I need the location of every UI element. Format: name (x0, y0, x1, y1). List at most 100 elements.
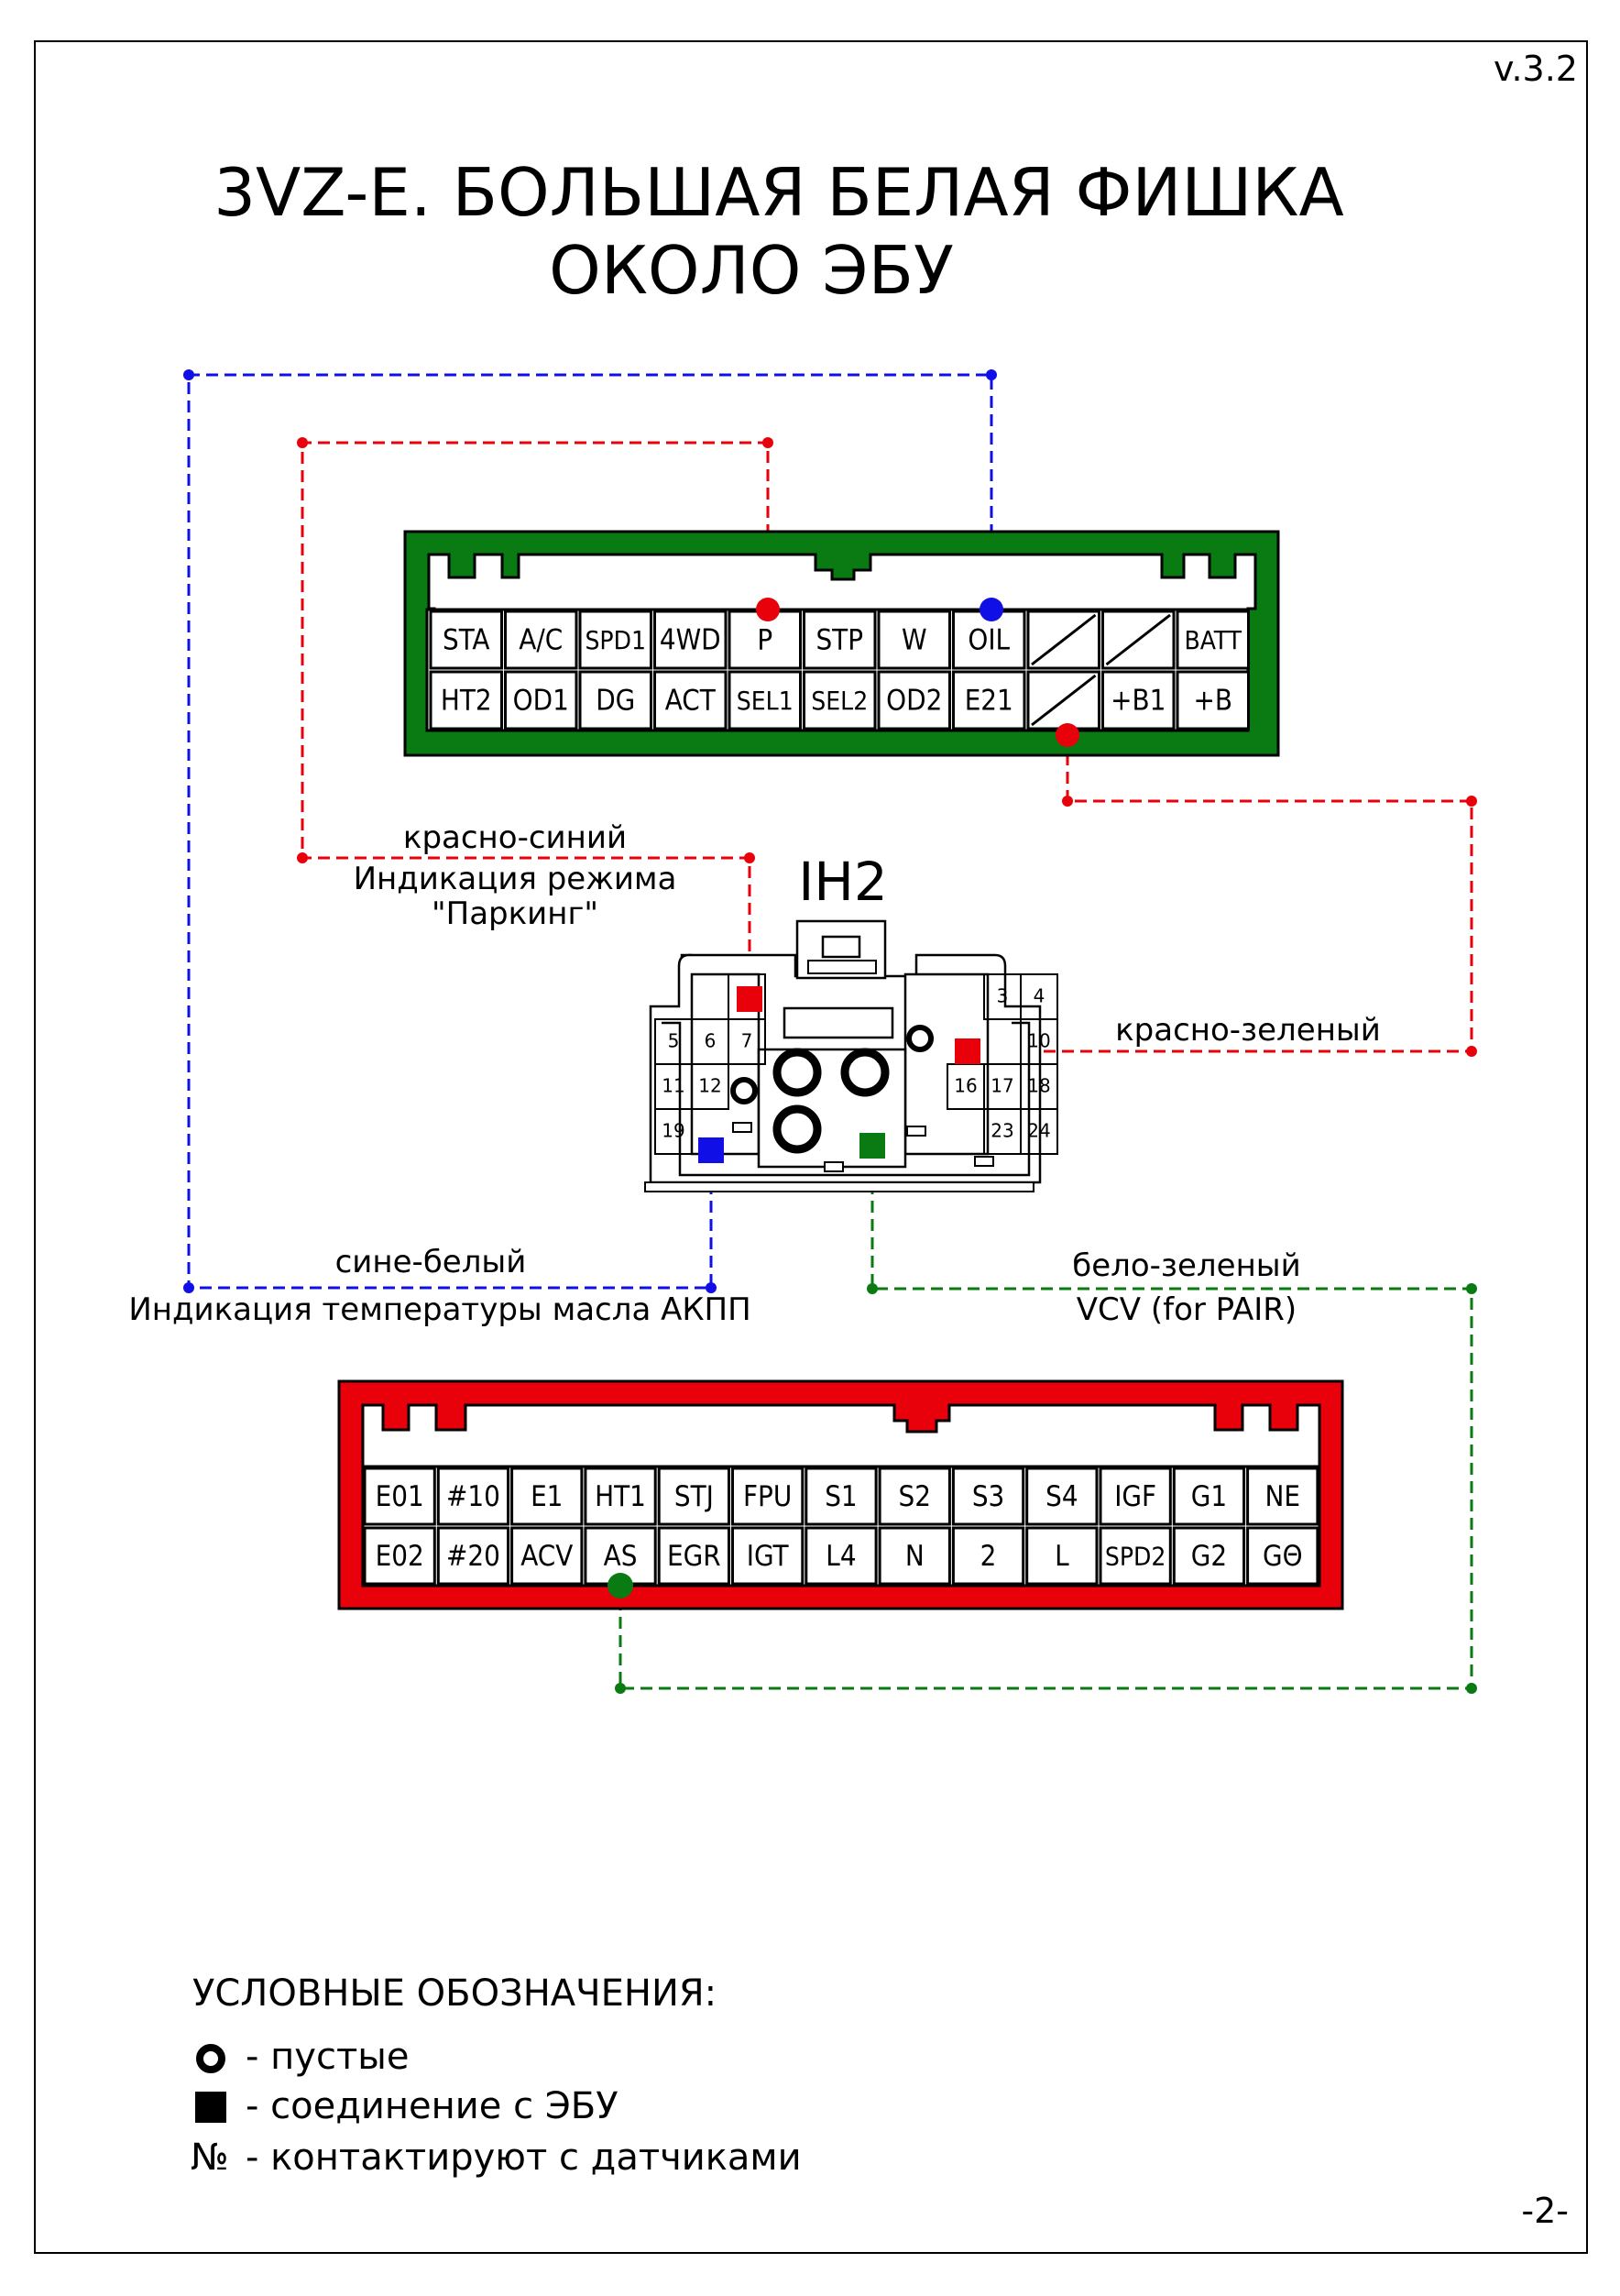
ih2-empty-cavity-ring (906, 1025, 934, 1052)
red-connector-pin-g2: G2 (1191, 1540, 1227, 1573)
red-connector-cell (1099, 1526, 1172, 1586)
ih2-empty-cavity-ring (772, 1048, 822, 1097)
green-connector-cell (1176, 670, 1250, 731)
red-connector-pin-s1: S1 (825, 1480, 857, 1513)
red-connector-cell (584, 1467, 657, 1526)
page-number: -2- (1521, 2191, 1569, 2231)
red-connector-pin-igt: IGT (747, 1540, 790, 1573)
red-connector-pin-e02: E02 (376, 1540, 424, 1573)
ih2-bottom-rail (644, 1181, 1034, 1192)
ih2-pin-18-label: 18 (1027, 1075, 1050, 1097)
ih2-pin-7-label: 7 (741, 1030, 753, 1052)
green-connector-cell (653, 670, 728, 731)
red-connector-cell (805, 1526, 878, 1586)
green-connector-pin-sta: STA (443, 624, 489, 657)
ih2-latch-window (821, 935, 861, 959)
red-connector-cell (1025, 1526, 1099, 1586)
green-connector-cell (1101, 670, 1176, 731)
ih2-pin-10-label: 10 (1027, 1030, 1050, 1052)
red-connector-pin-n: N (905, 1540, 925, 1573)
ih2-pin-12-label: 12 (698, 1075, 721, 1097)
green-connector-pin-b: +B (1193, 685, 1232, 718)
numero-sign: № (191, 2137, 229, 2179)
green-connector-pin-sel1: SEL1 (737, 686, 794, 716)
ih2-pin-3-label: 3 (997, 985, 1009, 1007)
red-connector-cell (510, 1467, 584, 1526)
green-connector-pin-dg: DG (596, 685, 635, 718)
red-connector-cell (657, 1526, 731, 1586)
red-connector-cell (1025, 1467, 1099, 1526)
wire-red-green-color-label: красно-зеленый (1115, 1012, 1381, 1049)
ih2-lock-tab (732, 1122, 752, 1133)
red-connector-pin-g: GΘ (1263, 1540, 1303, 1573)
green-connector-pin-p: P (757, 624, 772, 657)
green-connector-pin-sel2: SEL2 (811, 686, 868, 716)
green-connector-cell (803, 670, 877, 731)
green-connector-cell (877, 670, 951, 731)
ih2-pin-17-label: 17 (991, 1075, 1013, 1097)
connection-markers (608, 598, 1079, 1598)
ih2-label: IH2 (798, 851, 888, 913)
red-connector-cell (363, 1467, 436, 1526)
green-connector-pin-e21: E21 (965, 685, 1013, 718)
legend-item-ecu-connection: - соединение с ЭБУ (246, 2085, 618, 2127)
red-connector-cell (878, 1526, 951, 1586)
wire-red-blue (301, 441, 770, 999)
green-connector-cell (578, 670, 652, 731)
green-connector-pin-4wd: 4WD (660, 624, 721, 657)
ih2-pin-11-label: 11 (662, 1075, 684, 1097)
wire-blue-white-color-label: сине-белый (335, 1244, 527, 1280)
marker-oil-pin (980, 598, 1003, 621)
ih2-pin-cell (691, 1063, 729, 1110)
wire-white-green-function-label: VCV (for PAIR) (1077, 1291, 1297, 1328)
red-connector-pin-20: #20 (446, 1540, 500, 1573)
red-connector-cell (1172, 1526, 1246, 1586)
red-connector-pin-acv: ACV (520, 1540, 573, 1573)
red-connector-pin-ne: NE (1265, 1480, 1300, 1513)
ih2-pin-cell (728, 1018, 766, 1065)
red-connector-cell (1172, 1467, 1246, 1526)
legend-item-sensors: - контактируют с датчиками (246, 2137, 802, 2179)
square-icon (195, 2092, 226, 2123)
legend: УСЛОВНЫЕ ОБОЗНАЧЕНИЯ: - пустые - соедине… (191, 1972, 802, 2179)
green-connector-blank-slash (1105, 613, 1171, 666)
ih2-lock-tab (974, 1156, 994, 1167)
title-line-1: 3VZ-E. БОЛЬШАЯ БЕЛАЯ ФИШКА (213, 154, 1344, 231)
wire-blue-white-function-label: Индикация температуры масла АКПП (128, 1291, 750, 1328)
red-connector-pin-s2: S2 (899, 1480, 931, 1513)
green-connector-pin-b1: +B1 (1111, 685, 1166, 718)
title-line-2: ОКОЛО ЭБУ (549, 232, 954, 309)
green-connector-blank-slash (1031, 613, 1097, 666)
green-connector-pin-spd1: SPD1 (585, 625, 646, 655)
red-connector-cell (878, 1467, 951, 1526)
green-connector-pin-batt: BATT (1184, 625, 1242, 655)
wire-white-green (618, 1146, 1473, 1690)
green-connector-pin-ht2: HT2 (441, 685, 492, 718)
ih2-pin-1-square (737, 986, 762, 1012)
green-connector-pin-od1: OD1 (513, 685, 569, 718)
red-connector-cell (731, 1526, 805, 1586)
red-connector-pin-spd2: SPD2 (1105, 1542, 1166, 1572)
red-connector-cell (363, 1526, 436, 1586)
legend-title: УСЛОВНЫЕ ОБОЗНАЧЕНИЯ: (192, 1972, 717, 2015)
green-connector-cell (803, 610, 877, 670)
red-connector-pin-10: #10 (446, 1480, 500, 1513)
ih2-pin-19-square (698, 1137, 724, 1163)
red-connector-pin-igf: IGF (1114, 1480, 1156, 1513)
ih2-pin-10-square (955, 1038, 980, 1064)
ih2-lock-tab (824, 1161, 844, 1172)
green-connector-cell (578, 610, 652, 670)
ih2-empty-cavity-ring (730, 1077, 758, 1104)
ih2-pin-4-label: 4 (1034, 985, 1045, 1007)
red-connector-pin-e1: E1 (531, 1480, 563, 1513)
ih2-pin-16-label: 16 (954, 1075, 977, 1097)
wire-bend-dots (183, 369, 1477, 1694)
ih2-pin-23-label: 23 (991, 1120, 1013, 1142)
red-connector-cell (731, 1467, 805, 1526)
green-connector-cell (429, 610, 503, 670)
ih2-pin-22-square (859, 1133, 885, 1159)
green-connector-pin-act: ACT (665, 685, 717, 718)
red-connector-pin-as: AS (604, 1540, 638, 1573)
